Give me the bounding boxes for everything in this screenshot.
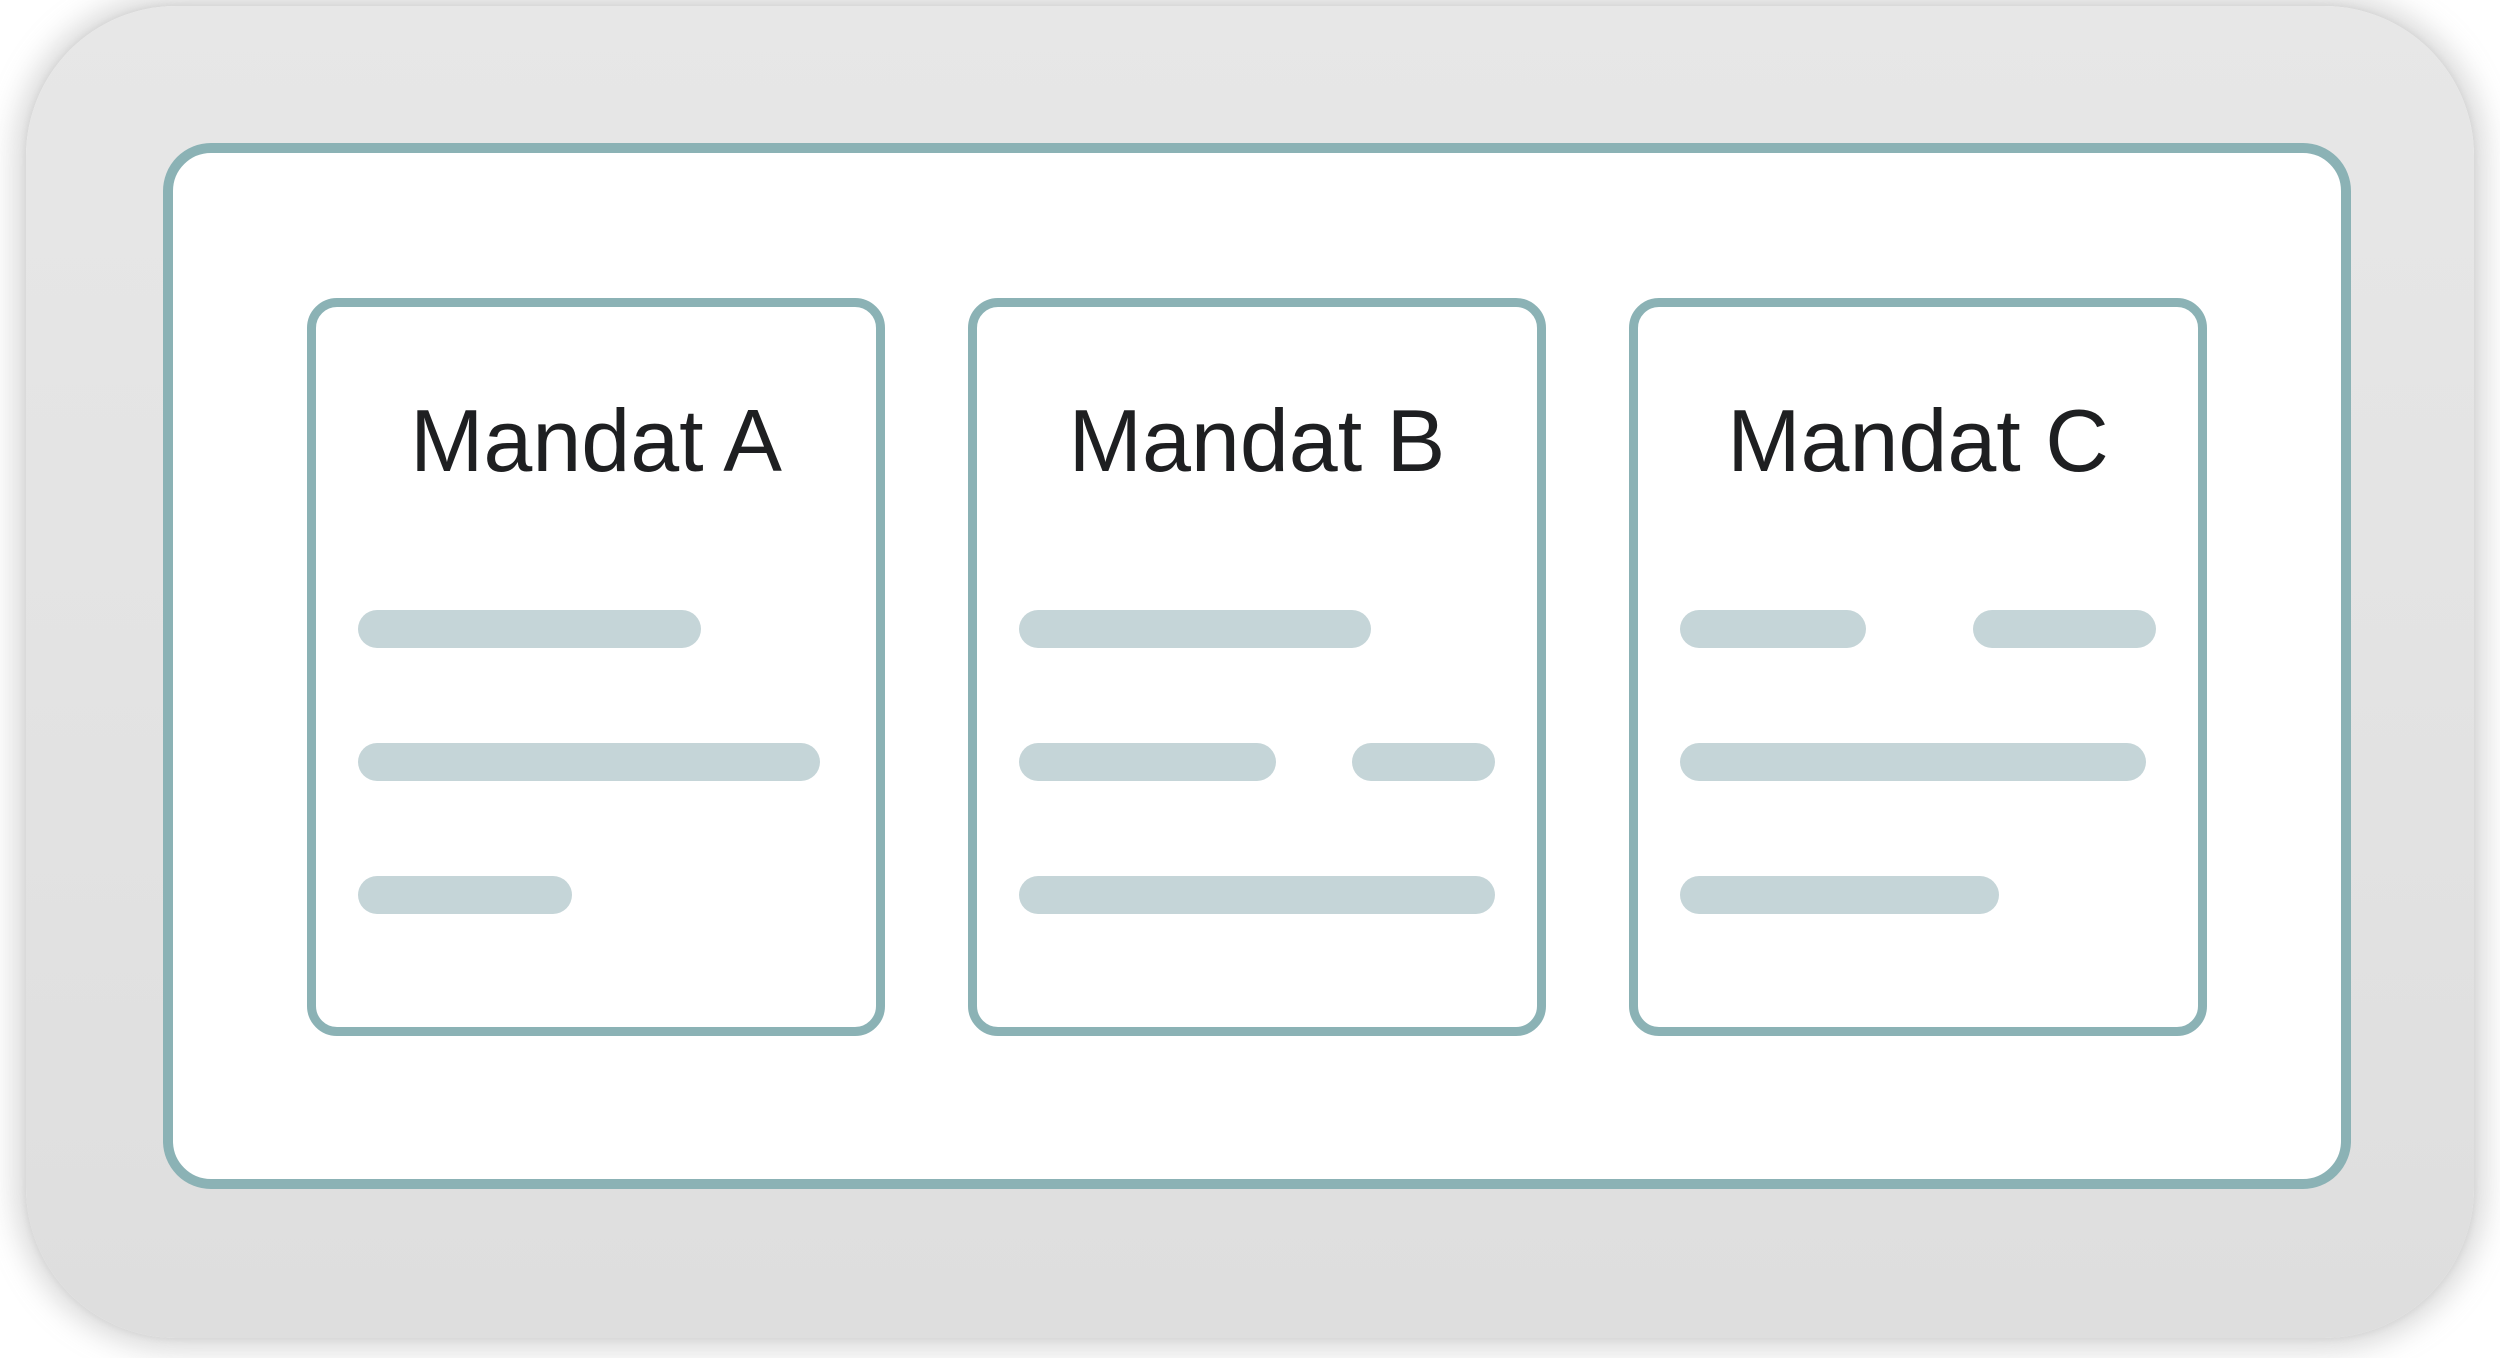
mandate-card-c: Mandat C bbox=[1629, 298, 2207, 1036]
mandate-card-title: Mandat C bbox=[1727, 391, 2109, 490]
placeholder-line-row bbox=[1680, 610, 2156, 648]
placeholder-line-row bbox=[1019, 610, 1495, 648]
placeholder-text-bar bbox=[1680, 610, 1866, 648]
placeholder-line-row bbox=[1019, 743, 1495, 781]
placeholder-line-row bbox=[1680, 876, 2156, 914]
placeholder-line-row bbox=[358, 743, 834, 781]
placeholder-line-row bbox=[358, 610, 834, 648]
placeholder-text-bar bbox=[1972, 610, 2156, 648]
mandate-card-a: Mandat A bbox=[307, 298, 885, 1036]
placeholder-line-row bbox=[358, 876, 834, 914]
placeholder-text-bar bbox=[1019, 743, 1277, 781]
mandate-card-b: Mandat B bbox=[968, 298, 1546, 1036]
canvas-background: Mandat A Mandat B Mandat C bbox=[26, 6, 2474, 1338]
mandates-panel: Mandat A Mandat B Mandat C bbox=[163, 143, 2351, 1189]
mandate-card-title: Mandat B bbox=[1068, 391, 1446, 490]
placeholder-text-bar bbox=[1019, 876, 1495, 914]
placeholder-text-bar bbox=[358, 743, 820, 781]
placeholder-text-bar bbox=[1680, 743, 2147, 781]
placeholder-line-row bbox=[1019, 876, 1495, 914]
placeholder-text-bar bbox=[358, 876, 573, 914]
mandate-card-title: Mandat A bbox=[410, 391, 782, 490]
placeholder-text-bar bbox=[1352, 743, 1495, 781]
placeholder-text-bar bbox=[358, 610, 701, 648]
placeholder-lines bbox=[1019, 610, 1495, 1009]
placeholder-line-row bbox=[1680, 743, 2156, 781]
placeholder-lines bbox=[1680, 610, 2156, 1009]
placeholder-text-bar bbox=[1680, 876, 1999, 914]
placeholder-lines bbox=[358, 610, 834, 1009]
placeholder-text-bar bbox=[1019, 610, 1372, 648]
